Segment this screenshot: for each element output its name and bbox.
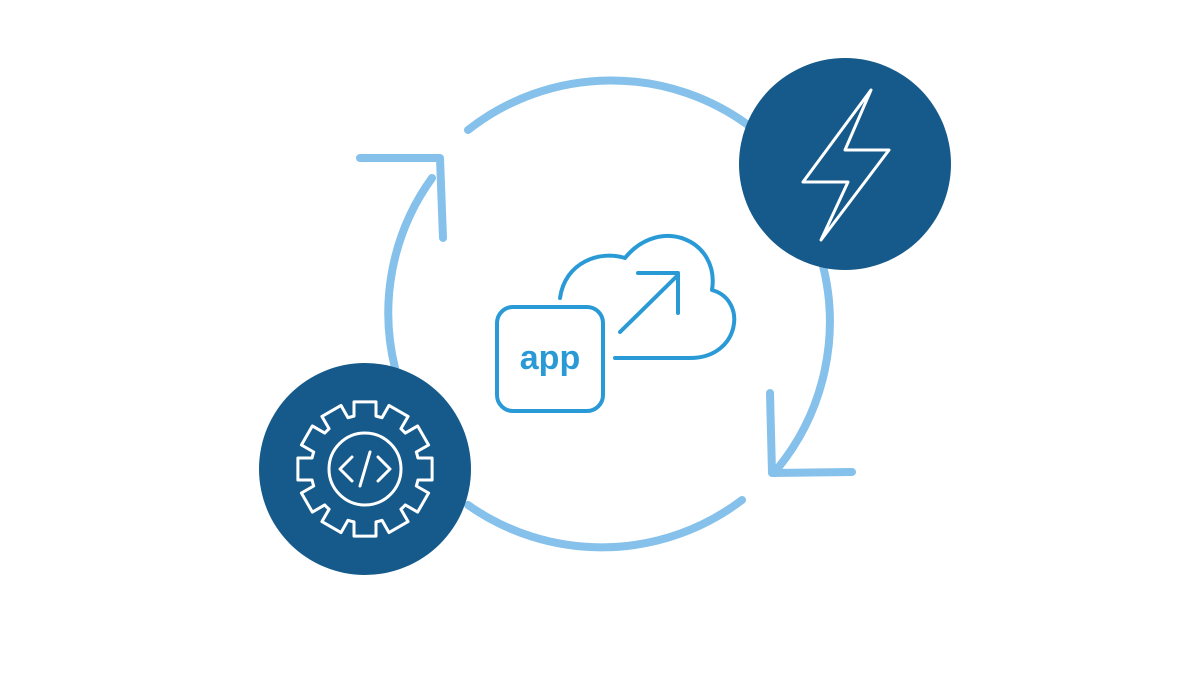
cloud-icon bbox=[558, 233, 737, 360]
lightning-badge bbox=[739, 58, 951, 270]
ring-arc-right bbox=[774, 258, 834, 472]
app-box-icon bbox=[495, 305, 605, 413]
gear-inner-ring bbox=[327, 431, 403, 507]
ring-arc-bottom bbox=[464, 496, 746, 552]
lightning-bolt-icon bbox=[801, 88, 891, 242]
gear-badge bbox=[259, 363, 471, 575]
ring-arrowhead-bottom-right bbox=[766, 389, 856, 477]
app-label: app bbox=[520, 339, 580, 377]
gear-code-icon bbox=[296, 400, 434, 538]
ring-arc-top bbox=[384, 174, 436, 372]
diagonal-arrow-icon bbox=[618, 271, 680, 334]
lightning-circle bbox=[739, 58, 951, 270]
ring-arc-top-right bbox=[464, 76, 756, 134]
code-bracket-right bbox=[376, 455, 392, 483]
circular-arrows-icon bbox=[356, 76, 856, 552]
gear-outline bbox=[296, 400, 434, 538]
code-slash bbox=[358, 450, 372, 488]
app-deploy-illustration bbox=[495, 233, 737, 413]
ring-arrowhead-top-left bbox=[356, 154, 447, 242]
code-bracket-left bbox=[338, 455, 354, 483]
